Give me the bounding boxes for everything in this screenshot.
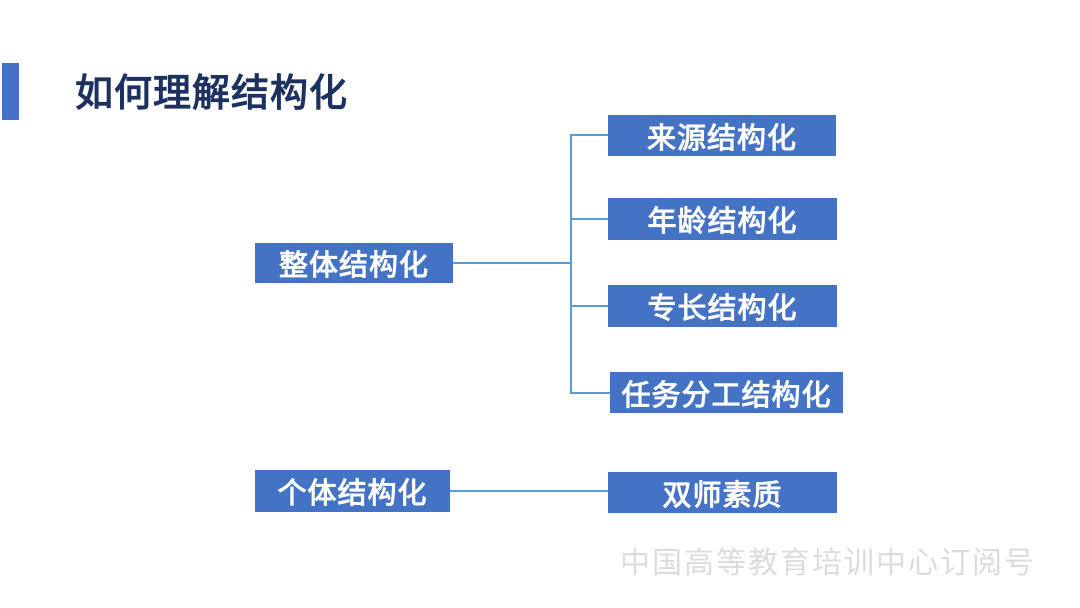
connector-trunk-vertical bbox=[570, 134, 572, 394]
connector-branch-age bbox=[572, 218, 608, 220]
node-age-structuring: 年龄结构化 bbox=[608, 198, 837, 240]
watermark-text: 中国高等教育培训中心订阅号 bbox=[620, 547, 1036, 580]
connector-individual-dual bbox=[450, 490, 608, 492]
connector-branch-task bbox=[572, 392, 610, 394]
page-title: 如何理解结构化 bbox=[75, 73, 349, 115]
node-overall-structuring: 整体结构化 bbox=[255, 243, 453, 283]
node-task-division-structuring: 任务分工结构化 bbox=[610, 372, 843, 413]
connector-overall-trunk bbox=[453, 262, 570, 264]
title-accent-bar bbox=[2, 63, 19, 120]
node-source-structuring: 来源结构化 bbox=[608, 115, 836, 156]
connector-branch-source bbox=[572, 134, 608, 136]
node-dual-teacher-quality: 双师素质 bbox=[608, 472, 837, 513]
connector-branch-expertise bbox=[572, 305, 608, 307]
node-expertise-structuring: 专长结构化 bbox=[608, 285, 837, 327]
node-individual-structuring: 个体结构化 bbox=[255, 470, 450, 512]
